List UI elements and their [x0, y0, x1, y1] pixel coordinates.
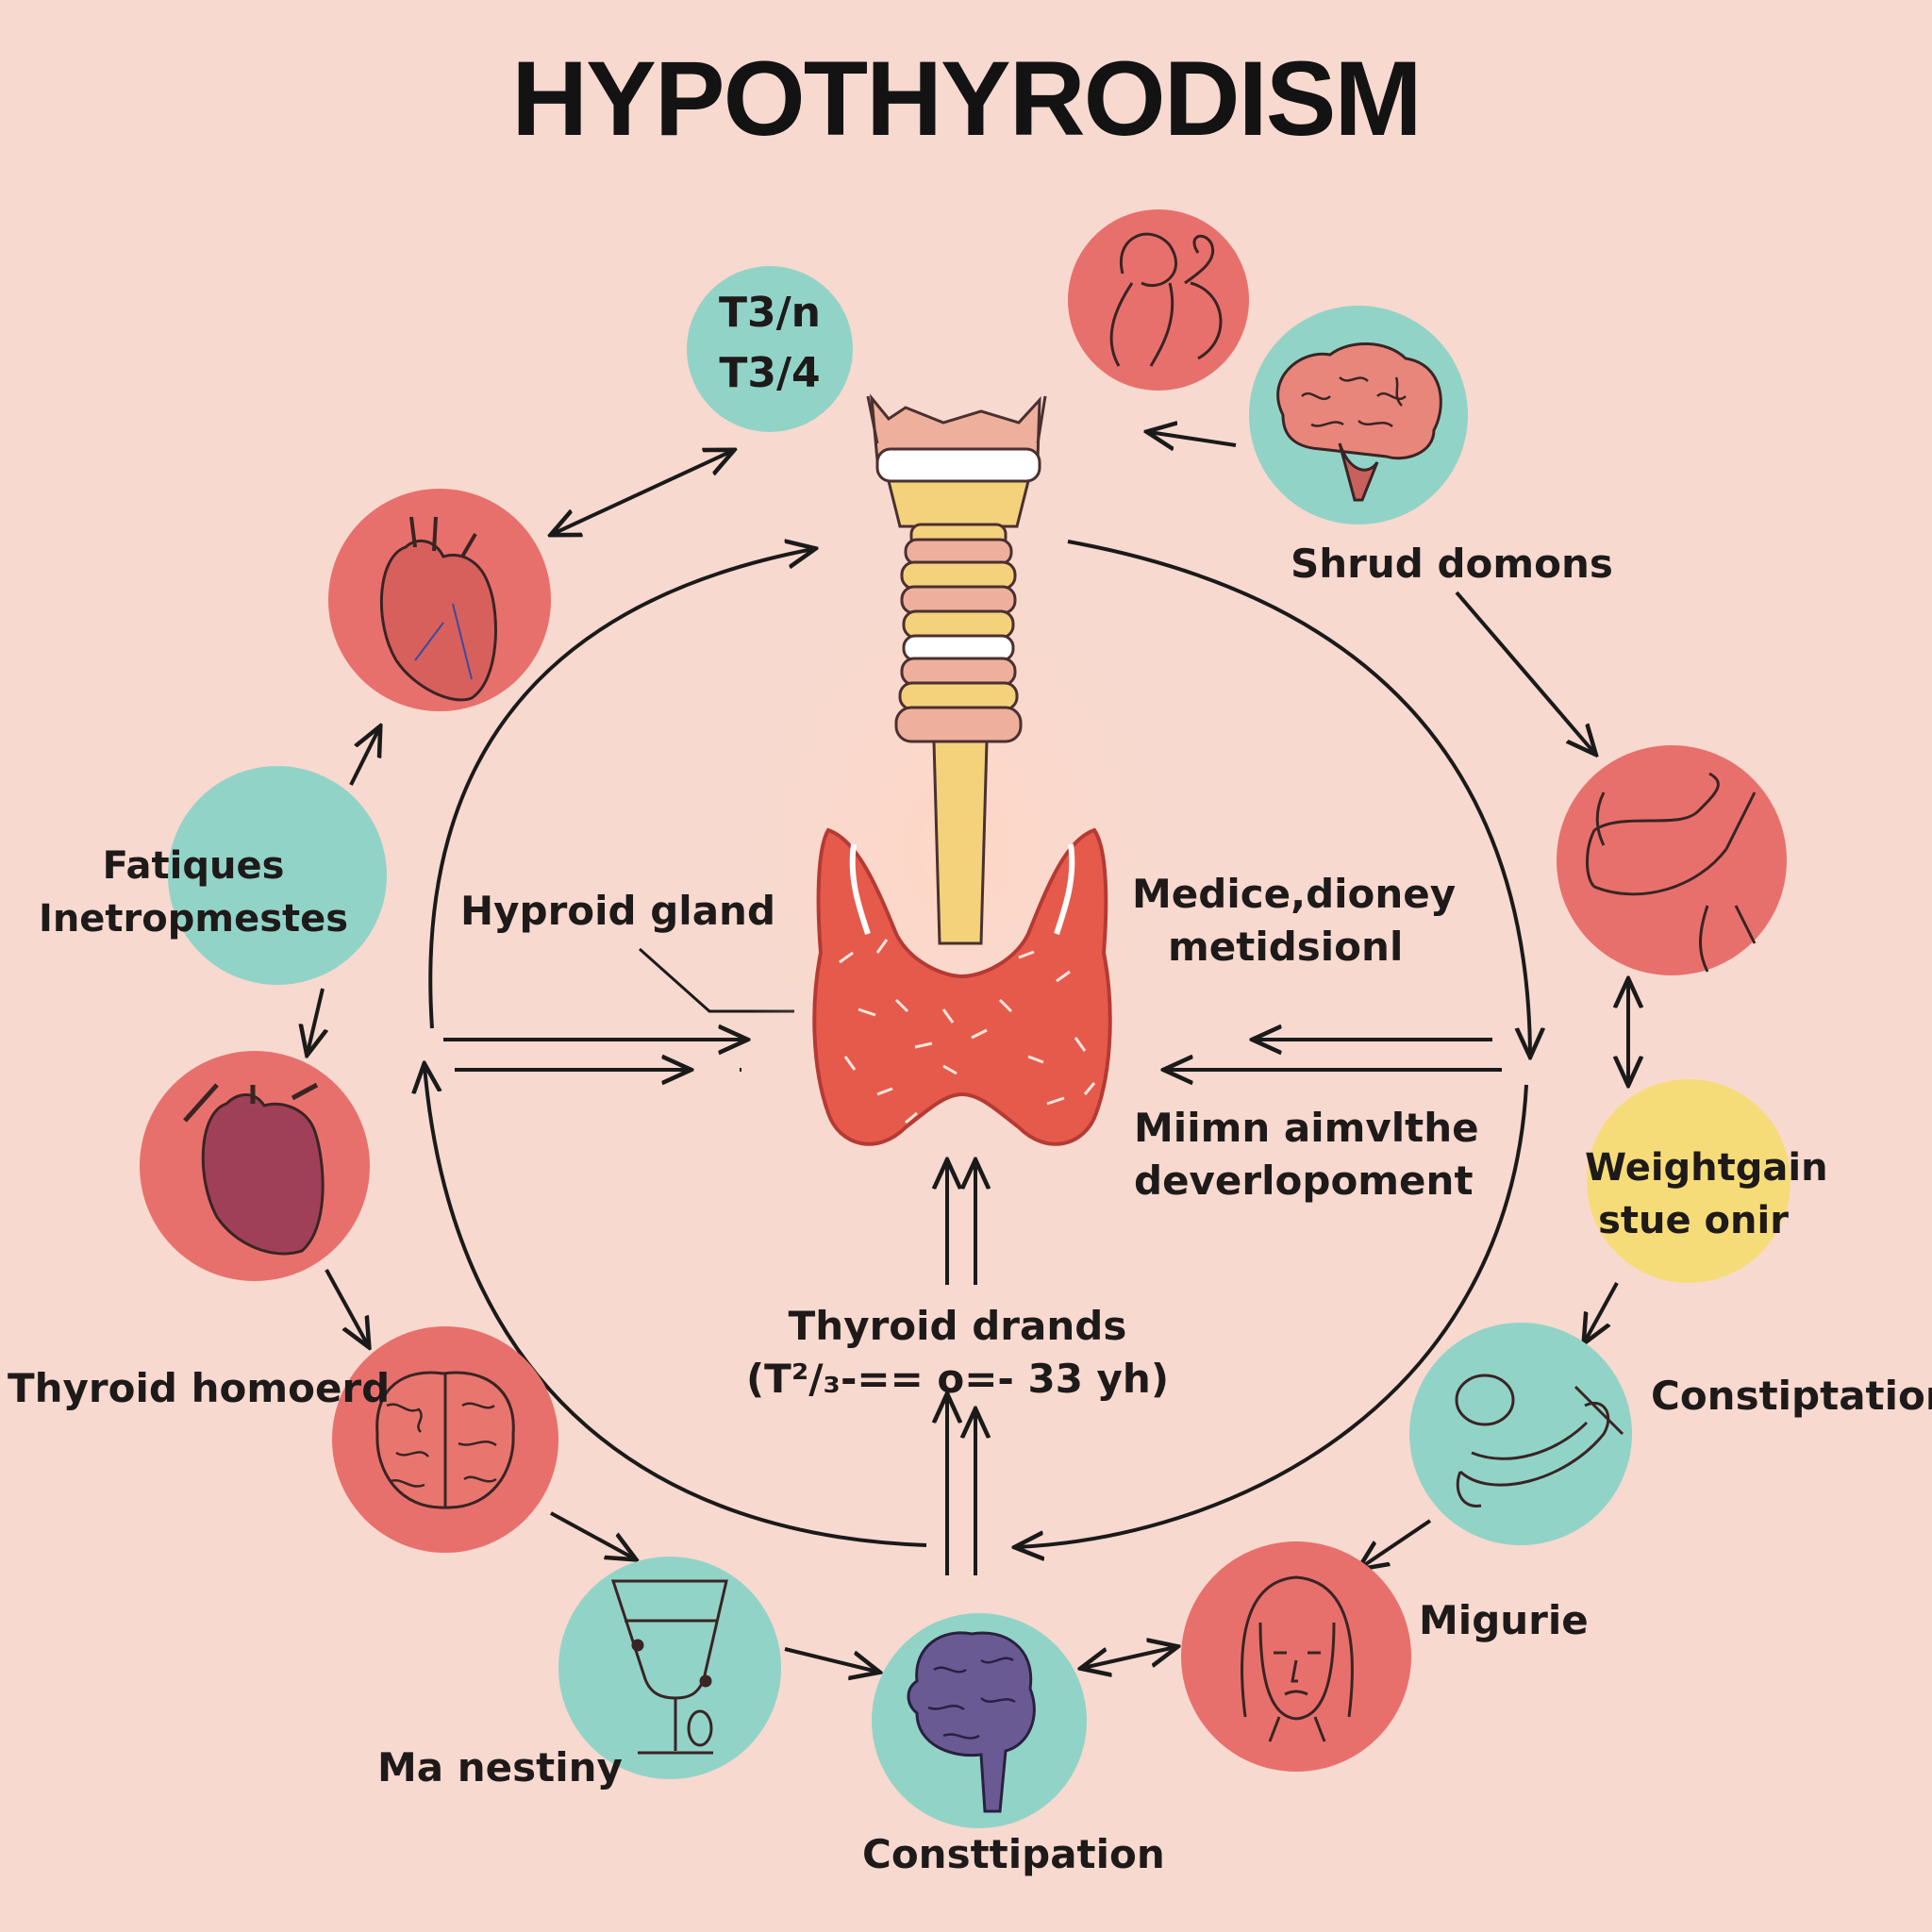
right-label-1-line-2: metidsionl: [1168, 924, 1404, 970]
node-fatigue: [168, 766, 387, 985]
right-label-2-line-1: Miimn aimvlthe: [1134, 1105, 1479, 1151]
bottom-center-line-1: Thyroid drands: [788, 1303, 1127, 1349]
outer-arrows: [308, 432, 1628, 1672]
bottom-center-line-2: (T²/₃-== o=- 33 yh): [745, 1356, 1170, 1402]
node-brain-top: [1249, 306, 1468, 525]
brain-bottom-label: Consttipation: [862, 1831, 1165, 1877]
trachea-icon: [866, 393, 1047, 945]
right-label-1-line-1: Medice,dioney: [1132, 871, 1457, 917]
node-glass: [558, 1557, 781, 1779]
muscle-icon: [1586, 772, 1757, 973]
t3-label: T3/n T3/4: [694, 283, 845, 404]
heart-left-label: Thyroid homoerd: [8, 1365, 391, 1411]
fetus-icon: [1109, 232, 1223, 367]
node-muscle: [1557, 745, 1787, 975]
node-weight: [1587, 1079, 1790, 1283]
cycle-arc-bottom-left: [425, 1066, 927, 1547]
gland-arrows: [443, 947, 1502, 1575]
brain-top-label: Shrud domons: [1291, 541, 1613, 587]
fatigue-line-1: Fatiques: [102, 844, 285, 888]
fatigue-label: Fatiques Inetropmestes: [38, 840, 349, 945]
weight-line-2: stue onir: [1598, 1199, 1789, 1242]
t3-line-1: T3/n: [718, 289, 822, 337]
stomach-label: Constiptation: [1651, 1373, 1932, 1419]
face-label: Migurie: [1419, 1597, 1589, 1643]
thyroid-gland-icon: [812, 827, 1112, 1146]
heart-icon: [183, 1082, 325, 1256]
cycle-arc-top-left: [428, 549, 813, 1029]
bottom-center-label: Thyroid drands (T²/₃-== o=- 33 yh): [736, 1300, 1179, 1406]
brain-icon: [375, 1371, 515, 1509]
gland-label: Hyproid gland: [460, 888, 776, 934]
node-t3: [687, 266, 853, 432]
brain-icon: [907, 1631, 1036, 1813]
central-cycle: [425, 541, 1530, 1547]
node-stomach: [1409, 1323, 1632, 1545]
node-face: [1181, 1541, 1411, 1772]
cycle-arc-bottom-right: [1017, 1084, 1528, 1547]
node-heart-left: [140, 1051, 370, 1281]
node-brain-bottom: [872, 1613, 1087, 1828]
face-icon: [1241, 1575, 1354, 1742]
right-label-2-line-2: deverlopoment: [1134, 1158, 1474, 1204]
brain-icon: [1276, 342, 1442, 502]
cycle-arc-top-right: [1067, 540, 1530, 1055]
heart-icon: [379, 516, 497, 702]
t3-line-2: T3/4: [719, 349, 821, 397]
stomach-icon: [1455, 1374, 1624, 1507]
page-title: HYPOTHYRODISM: [511, 40, 1422, 158]
node-fetus: [1068, 209, 1249, 391]
node-heart-top: [328, 489, 551, 711]
fatigue-line-2: Inetropmestes: [38, 897, 349, 941]
glass-icon: [610, 1579, 728, 1755]
right-label-2: Miimn aimvlthe deverlopoment: [1134, 1102, 1479, 1208]
node-brain-left: [332, 1326, 558, 1553]
weight-line-1: Weightgain: [1585, 1146, 1828, 1190]
glass-label: Ma nestiny: [377, 1744, 623, 1790]
weight-label: Weightgain stue onir: [1585, 1141, 1828, 1247]
right-label-1: Medice,dioney metidsionl: [1132, 868, 1456, 974]
